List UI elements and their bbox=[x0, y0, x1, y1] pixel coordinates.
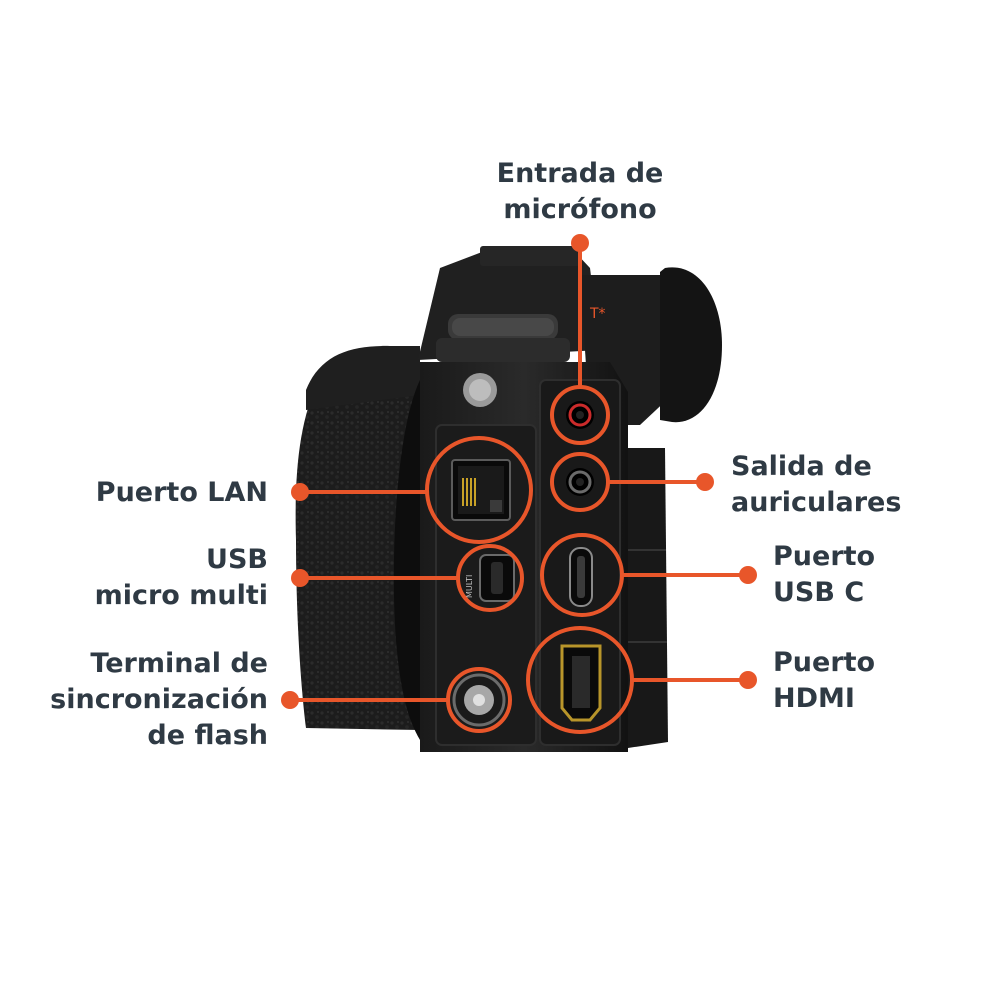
label-hdmi-line-1: Puerto bbox=[773, 647, 876, 678]
hdmi-dot bbox=[739, 671, 757, 689]
rear-screen-flap bbox=[628, 448, 668, 748]
headphone-jack-icon bbox=[566, 468, 594, 496]
callouts bbox=[290, 243, 748, 734]
label-flash-sync-line-1: Terminal de bbox=[90, 648, 268, 679]
label-headphone-output-line-1: Salida de bbox=[731, 451, 872, 482]
lan-port-dot bbox=[291, 483, 309, 501]
label-usb-micro-multi: USB micro multi bbox=[95, 542, 268, 614]
hdmi-port-icon bbox=[560, 644, 602, 722]
hot-shoe bbox=[480, 246, 580, 266]
usb-c-port-icon bbox=[569, 547, 593, 607]
label-hdmi-line-2: HDMI bbox=[773, 683, 855, 714]
callout-dots bbox=[281, 234, 757, 709]
grip bbox=[295, 382, 420, 730]
rj45-lan-port-icon bbox=[451, 459, 511, 521]
label-lan-port: Puerto LAN bbox=[96, 475, 268, 511]
label-usb-c-line-1: Puerto bbox=[773, 541, 876, 572]
label-mic-input: Entrada de micrófono bbox=[480, 156, 680, 228]
label-headphone-output-line-2: auriculares bbox=[731, 487, 902, 518]
label-usb-micro-multi-line-1: USB bbox=[206, 544, 268, 575]
micro-usb-port-icon bbox=[479, 554, 515, 602]
label-usb-c: Puerto USB C bbox=[773, 539, 875, 611]
zeiss-mark: T* bbox=[589, 306, 606, 322]
eyecup bbox=[660, 267, 722, 423]
mode-dial bbox=[436, 338, 570, 362]
label-mic-input-line-2: micrófono bbox=[503, 194, 657, 225]
flash-sync-terminal-icon bbox=[452, 673, 506, 727]
usb-micro-multi-dot bbox=[291, 569, 309, 587]
label-usb-micro-multi-line-2: micro multi bbox=[94, 580, 268, 611]
flash-sync-dot bbox=[281, 691, 299, 709]
label-usb-c-line-2: USB C bbox=[773, 577, 865, 608]
label-flash-sync: Terminal de sincronización de flash bbox=[50, 646, 268, 754]
usb-port-text: MULTI bbox=[465, 575, 474, 598]
usb-c-dot bbox=[739, 566, 757, 584]
label-hdmi: Puerto HDMI bbox=[773, 645, 875, 717]
label-mic-input-line-1: Entrada de bbox=[496, 158, 664, 189]
label-flash-sync-line-3: de flash bbox=[147, 720, 268, 751]
grip-top bbox=[306, 345, 420, 410]
mic-input-dot bbox=[571, 234, 589, 252]
lens-mount-edge bbox=[393, 380, 420, 740]
headphone-output-dot bbox=[696, 473, 714, 491]
label-headphone-output: Salida de auriculares bbox=[731, 449, 901, 521]
ports: MULTI bbox=[451, 401, 602, 727]
label-lan-port-line-1: Puerto LAN bbox=[95, 477, 268, 508]
label-flash-sync-line-2: sincronización bbox=[50, 684, 268, 715]
microphone-jack-icon bbox=[566, 401, 594, 429]
